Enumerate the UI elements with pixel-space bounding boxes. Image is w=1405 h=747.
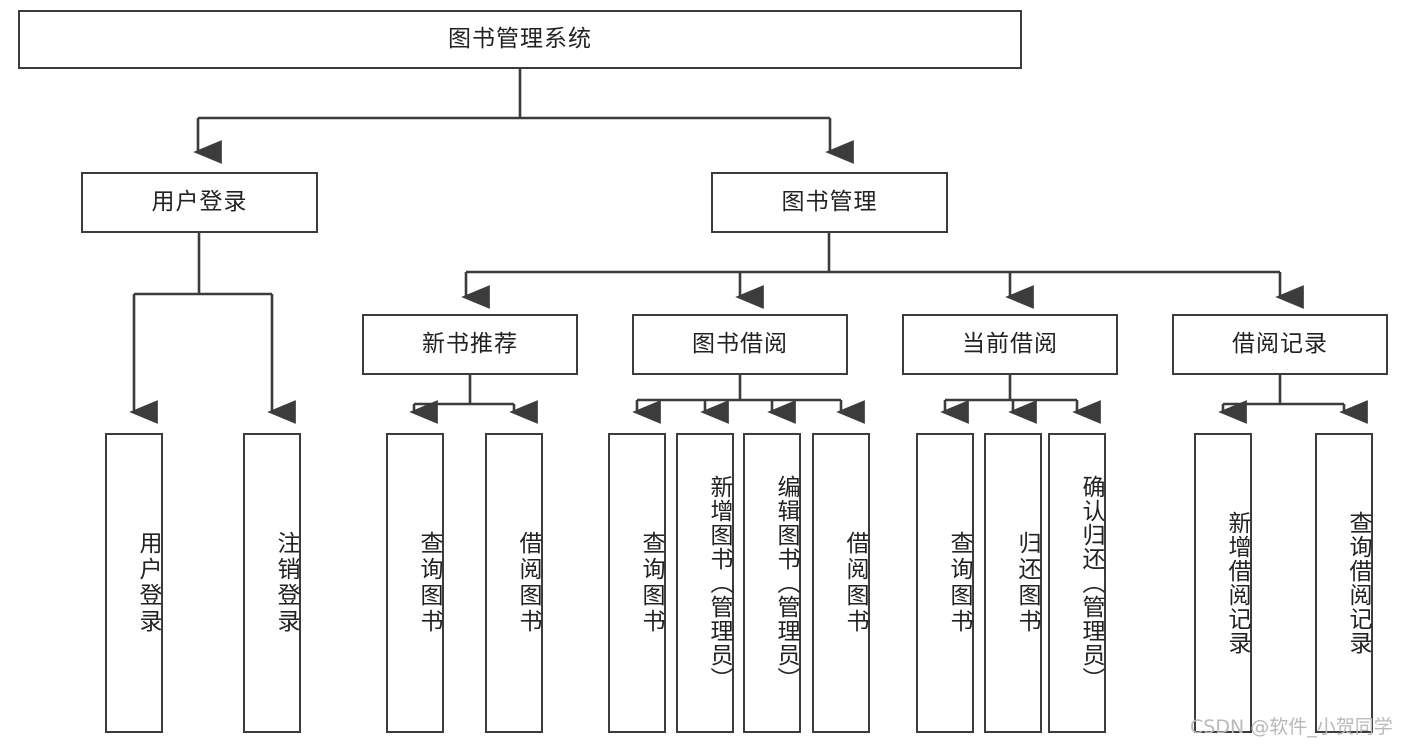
node-label: 图书管理 (781, 188, 878, 215)
node-label: 查询借阅记录 (1345, 511, 1371, 655)
node-label: 注销登录 (273, 531, 299, 635)
node-label: 当前借阅 (962, 330, 1058, 357)
node-label: 新增图书（管理员） (706, 475, 732, 691)
node-label: 归还图书 (1014, 531, 1040, 635)
leaf-query-borrow-record[interactable]: 查询借阅记录 (1315, 433, 1373, 733)
leaf-add-borrow-record[interactable]: 新增借阅记录 (1194, 433, 1252, 733)
node-label: 借阅记录 (1232, 330, 1328, 357)
leaf-rec-borrow-book[interactable]: 借阅图书 (485, 433, 543, 733)
node-label: 新增借阅记录 (1224, 511, 1250, 655)
node-current-borrow[interactable]: 当前借阅 (902, 314, 1118, 375)
leaf-borrow-query-book[interactable]: 查询图书 (608, 433, 666, 733)
node-book-borrow[interactable]: 图书借阅 (632, 314, 848, 375)
node-root-system[interactable]: 图书管理系统 (18, 10, 1022, 69)
node-borrow-record[interactable]: 借阅记录 (1172, 314, 1388, 375)
leaf-rec-query-book[interactable]: 查询图书 (386, 433, 444, 733)
node-new-book-recommend[interactable]: 新书推荐 (362, 314, 578, 375)
node-label: 用户登录 (151, 188, 248, 215)
node-label: 用户登录 (135, 531, 161, 635)
watermark: CSDN @软件_小贺同学 (1190, 716, 1393, 738)
node-label: 查询图书 (416, 531, 442, 635)
node-book-management[interactable]: 图书管理 (711, 172, 948, 233)
leaf-user-login[interactable]: 用户登录 (105, 433, 163, 733)
node-label: 借阅图书 (515, 531, 541, 635)
leaf-logout[interactable]: 注销登录 (243, 433, 301, 733)
node-label: 图书管理系统 (448, 25, 592, 52)
leaf-add-book-admin[interactable]: 新增图书（管理员） (676, 433, 734, 733)
leaf-cur-query-book[interactable]: 查询图书 (916, 433, 974, 733)
leaf-return-book[interactable]: 归还图书 (984, 433, 1042, 733)
node-label: 图书借阅 (692, 330, 788, 357)
node-label: 查询图书 (946, 531, 972, 635)
leaf-confirm-return-admin[interactable]: 确认归还（管理员） (1048, 433, 1106, 733)
node-label: 确认归还（管理员） (1078, 475, 1104, 691)
node-user-login[interactable]: 用户登录 (81, 172, 318, 233)
node-label: 借阅图书 (842, 531, 868, 635)
node-label: 编辑图书（管理员） (773, 475, 799, 691)
node-label: 新书推荐 (422, 330, 518, 357)
leaf-edit-book-admin[interactable]: 编辑图书（管理员） (743, 433, 801, 733)
node-label: 查询图书 (638, 531, 664, 635)
leaf-borrow-borrow-book[interactable]: 借阅图书 (812, 433, 870, 733)
